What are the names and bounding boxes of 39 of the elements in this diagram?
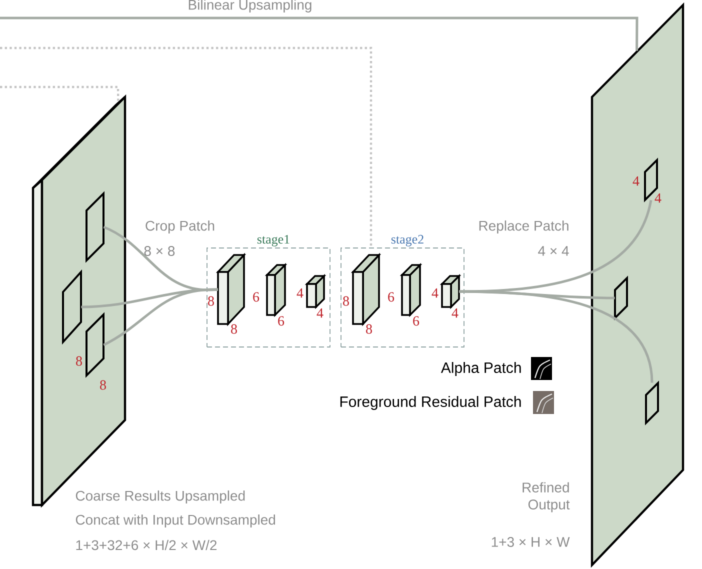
connector-line: [103, 288, 218, 346]
legend-text: Foreground Residual Patch: [340, 396, 521, 410]
caption-text: 4 × 4: [538, 246, 569, 256]
connector-line: [0, 16, 638, 51]
size-number: 4: [432, 288, 438, 298]
caption-text: 1+3 × H × W: [492, 537, 570, 547]
size-number: 8: [231, 324, 237, 334]
size-number: 8: [100, 380, 106, 390]
connector-line: [81, 288, 218, 308]
size-number: 8: [208, 296, 214, 306]
size-number: 4: [452, 308, 458, 318]
stage-label: stage1: [257, 234, 290, 246]
size-number: 6: [388, 292, 394, 302]
size-number: 8: [343, 296, 349, 306]
caption-text: Replace Patch: [479, 220, 568, 234]
caption-text: Refined Output: [522, 482, 570, 512]
stage-box: [340, 234, 464, 348]
connector-line: [459, 290, 654, 383]
stage-box: [206, 234, 330, 348]
stage-label: stage2: [391, 234, 424, 246]
legend-text: Alpha Patch: [440, 362, 521, 376]
size-number: 4: [654, 193, 662, 203]
connector-line: [459, 290, 615, 300]
connector-line: [0, 86, 120, 103]
connector-line: [459, 200, 652, 293]
size-number: 6: [278, 316, 284, 326]
connector-line: [103, 226, 218, 292]
size-number: 8: [366, 324, 372, 334]
size-number: 6: [413, 316, 420, 326]
size-number: 4: [316, 308, 324, 318]
caption-text: 8 × 8: [144, 246, 175, 256]
size-number: 8: [76, 356, 82, 366]
connector-line: [0, 46, 372, 248]
caption-text: 1+3+32+6 × H/2 × W/2: [76, 540, 217, 550]
caption-text: Crop Patch: [146, 220, 214, 234]
caption-text: Coarse Results Upsampled: [76, 490, 245, 504]
size-number: 6: [253, 292, 260, 302]
caption-text: Concat with Input Downsampled: [76, 514, 276, 528]
size-number: 4: [296, 288, 304, 298]
